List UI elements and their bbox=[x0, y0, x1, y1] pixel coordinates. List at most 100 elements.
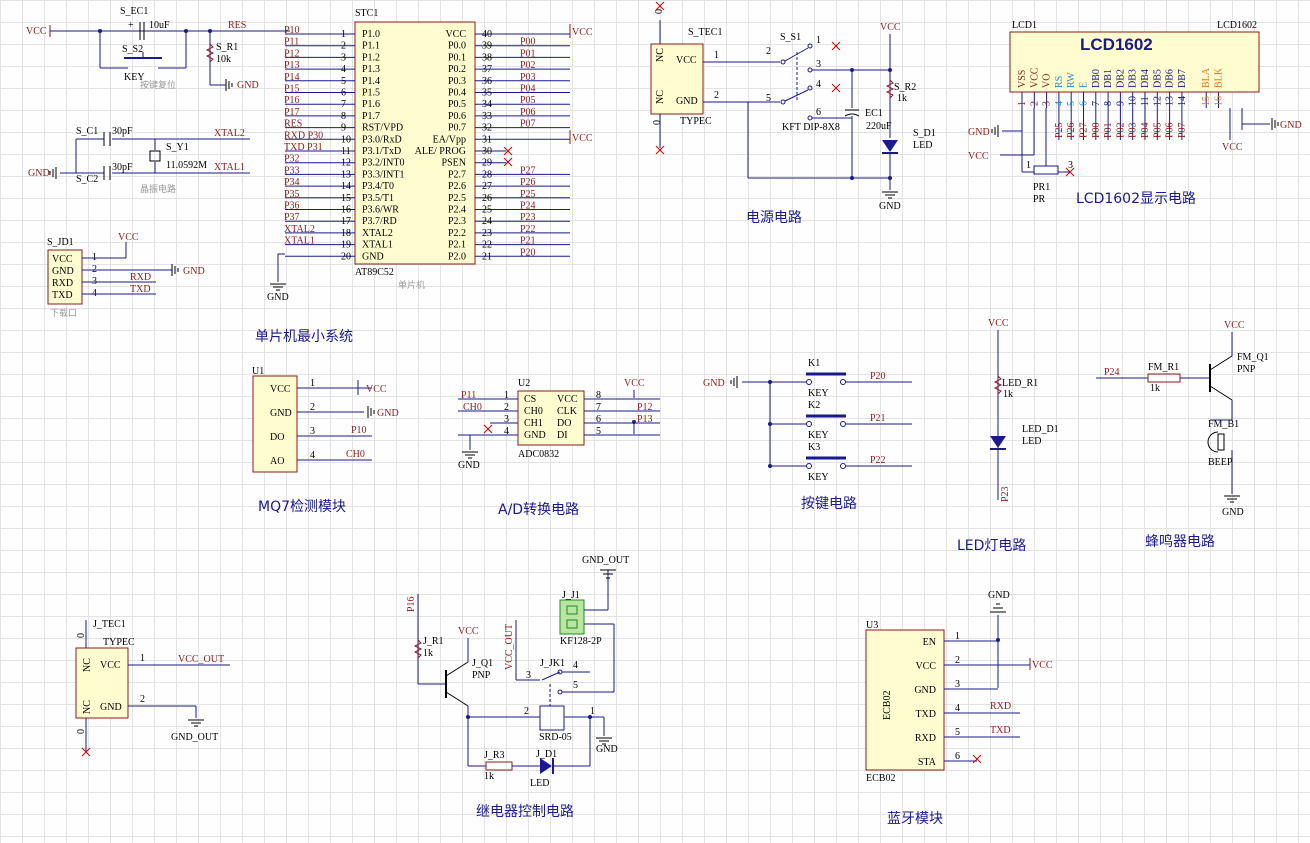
svg-text:VCC: VCC bbox=[572, 133, 593, 144]
mcu-pin-net: RXD P30 bbox=[284, 130, 323, 141]
crystal-y-ref: S_Y1 bbox=[166, 142, 189, 153]
key-net: P20 bbox=[870, 371, 886, 382]
lcd-pin-net: P27 bbox=[1079, 122, 1090, 138]
mq7-pin-num: 2 bbox=[310, 402, 315, 413]
mcu-pin-net: P03 bbox=[520, 72, 536, 83]
mcu-pin-num: 11 bbox=[341, 146, 351, 157]
mcu-pin-label: VCC bbox=[445, 29, 466, 40]
lcd-ref: LCD1 bbox=[1012, 20, 1037, 31]
bt-pin-label: STA bbox=[918, 757, 937, 768]
power-r-val: 1k bbox=[897, 93, 907, 104]
adc-pin-label: DO bbox=[557, 418, 571, 429]
relay-p16: P16 bbox=[406, 596, 417, 612]
mcu-pin-label: P1.1 bbox=[362, 41, 380, 52]
relay-gnd-out: GND_OUT bbox=[582, 555, 629, 566]
mcu-pin-num: 24 bbox=[482, 216, 492, 227]
lcd-pin-net: P25 bbox=[1054, 122, 1065, 138]
relay-jk-ref: J_JK1 bbox=[540, 658, 565, 669]
mcu-pin-net: P02 bbox=[520, 60, 536, 71]
mq7-pin-label: VCC bbox=[270, 384, 291, 395]
power-pin2: 2 bbox=[714, 90, 719, 101]
jtec-gnd-out: GND_OUT bbox=[171, 732, 218, 743]
mcu-pin-label: P0.1 bbox=[448, 52, 466, 63]
lcd-title: LCD1602 bbox=[1080, 35, 1153, 54]
power-sw-num: 3 bbox=[816, 59, 821, 70]
lcd-pr-val: PR bbox=[1033, 194, 1046, 205]
mcu-pin-label: P1.3 bbox=[362, 64, 380, 75]
lcd-pin-name: DB3 bbox=[1128, 69, 1139, 88]
adc-pin-label: CLK bbox=[557, 406, 578, 417]
mcu-pin-num: 23 bbox=[482, 228, 492, 239]
lcd-pin-num: 8 bbox=[1103, 101, 1114, 106]
mcu-pin-label: P1.7 bbox=[362, 111, 380, 122]
crystal-c2-val: 30pF bbox=[112, 162, 133, 173]
lcd-pin-num: 2 bbox=[1029, 101, 1040, 106]
mcu-pin-num: 2 bbox=[341, 41, 346, 52]
led-vcc: VCC bbox=[988, 318, 1009, 329]
mcu-pin-net: P07 bbox=[520, 119, 536, 130]
jtec-pin2: 2 bbox=[140, 694, 145, 705]
adc-pin-label: CH0 bbox=[524, 406, 543, 417]
reset-cap-ref: S_EC1 bbox=[120, 6, 148, 17]
reset-circuit: VCC S_EC1 10uF + S_S2 KEY 按键复位 RES S_R1 … bbox=[26, 6, 290, 92]
mcu-pin-label: P1.5 bbox=[362, 88, 380, 99]
lcd-pin-net: P04 bbox=[1140, 122, 1151, 138]
key-val: KEY bbox=[808, 430, 829, 441]
reset-cap-val: 10uF bbox=[149, 20, 170, 31]
key-net: P22 bbox=[870, 455, 886, 466]
power-tec-ref: S_TEC1 bbox=[688, 27, 722, 38]
lcd-pin-name: VO bbox=[1042, 74, 1053, 88]
crystal-xtal2-label: XTAL2 bbox=[214, 128, 245, 139]
lcd-pin-num: 6 bbox=[1079, 101, 1090, 106]
bt-pin-num: 6 bbox=[955, 751, 960, 762]
mcu-pin-num: 27 bbox=[482, 181, 492, 192]
mcu-pin-label: P2.0 bbox=[448, 251, 466, 262]
lcd-pin-name: DB6 bbox=[1165, 69, 1176, 88]
adc-pin-num: 5 bbox=[596, 426, 601, 437]
mcu-pin-label: XTAL2 bbox=[362, 228, 393, 239]
relay-q-ref: J_Q1 bbox=[472, 658, 493, 669]
mq7-pin-label: AO bbox=[270, 456, 284, 467]
power-ec-ref: EC1 bbox=[865, 108, 883, 119]
crystal-circuit: S_C1 30pF XTAL2 S_C2 30pF XTAL1 GND S_Y1… bbox=[28, 126, 250, 194]
mcu-pin-num: 38 bbox=[482, 52, 492, 63]
mcu-pin-num: 4 bbox=[341, 64, 346, 75]
jtec-nc-2: NC bbox=[82, 700, 93, 714]
relay-q-val: PNP bbox=[472, 670, 491, 681]
lcd-pin-name: RW bbox=[1066, 72, 1077, 88]
lcd-vcc-label-2: VCC bbox=[1222, 142, 1243, 153]
adc-gnd: GND bbox=[458, 460, 480, 471]
lcd-pin-num: 13 bbox=[1165, 96, 1176, 106]
reset-res-ref: S_R1 bbox=[216, 42, 238, 53]
lcd-pin-num: 1 bbox=[1017, 101, 1028, 106]
mcu-pin-num: 30 bbox=[482, 146, 492, 157]
lcd-pin-name: E bbox=[1079, 82, 1090, 88]
jtec-part: TYPEC bbox=[103, 637, 135, 648]
caption-led: LED灯电路 bbox=[957, 538, 1026, 554]
power-vcc: VCC bbox=[880, 22, 901, 33]
mq7-gnd: GND bbox=[377, 408, 399, 419]
mq7-pin-label: DO bbox=[270, 432, 284, 443]
reset-caption: 按键复位 bbox=[140, 79, 176, 90]
relay-jk-val: SRD-05 bbox=[539, 732, 572, 743]
mcu-pin-num: 6 bbox=[341, 88, 346, 99]
buzzer-vcc: VCC bbox=[1224, 320, 1245, 331]
mcu-pin-label: P1.4 bbox=[362, 76, 380, 87]
mcu-pin-label: RST/VPD bbox=[362, 123, 403, 134]
caption-mcu-system: 单片机最小系统 bbox=[255, 329, 353, 345]
reset-res-val: 10k bbox=[216, 54, 231, 65]
download-pin-label: TXD bbox=[52, 290, 73, 301]
lcd-pin-name: DB5 bbox=[1152, 69, 1163, 88]
adc-pin-label: DI bbox=[557, 430, 568, 441]
power-d-ref: S_D1 bbox=[913, 128, 936, 139]
mcu-pin-label: GND bbox=[362, 251, 384, 262]
mcu-pin-net: P27 bbox=[520, 165, 536, 176]
jtec-ref: J_TEC1 bbox=[93, 619, 126, 630]
power-pin-vcc: VCC bbox=[676, 55, 697, 66]
mcu-pin-num: 25 bbox=[482, 205, 492, 216]
mcu-pin-net: TXD P31 bbox=[284, 142, 323, 153]
mcu-pin-net: P35 bbox=[284, 189, 300, 200]
crystal-c2-ref: S_C2 bbox=[76, 174, 98, 185]
